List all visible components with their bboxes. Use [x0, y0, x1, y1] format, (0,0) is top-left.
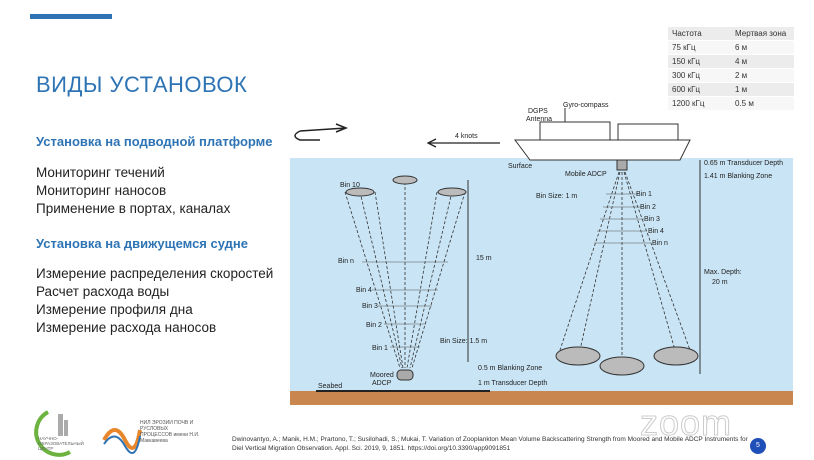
logo-nil-icon [102, 428, 142, 450]
diagram-label: Bin 3 [644, 216, 660, 223]
diagram-label: 600 кГц [668, 82, 731, 97]
diagram-label: Bin Size: 1 m [536, 193, 577, 200]
diagram-label: 1 м [731, 82, 794, 97]
diagram-label: 6 м [731, 40, 794, 55]
diagram-label: 0.5 м [731, 96, 794, 111]
section2-heading: Установка на движущемся судне [36, 236, 248, 251]
arrow-left-icon [426, 138, 500, 148]
diagram-label: Bin Size: 1.5 m [440, 338, 487, 345]
diagram-label: DGPS [528, 108, 548, 115]
diagram-label: Частота [668, 27, 731, 41]
diagram-label: Surface [508, 163, 532, 170]
logo1-text: НАУЧНО-ОБРАЗОВАТЕЛЬНЫЙ ЦЕНТР [38, 436, 84, 451]
diagram-label: Gyro-compass [563, 102, 609, 109]
diagram-label: 1.41 m Blanking Zone [704, 173, 772, 180]
diagram-label: 75 кГц [668, 40, 731, 55]
diagram-label: Мертвая зона [731, 27, 794, 41]
page-number: 5 [750, 438, 766, 454]
diagram-label: 1 m Transducer Depth [478, 380, 547, 387]
diagram-label: Mobile ADCP [565, 171, 607, 178]
diagram-label: Bin 10 [340, 182, 360, 189]
diagram-label: 150 кГц [668, 54, 731, 69]
rotate-arrow-icon [294, 123, 349, 141]
list-item: Измерение расхода наносов [36, 320, 217, 335]
diagram-label: Bin 4 [356, 287, 372, 294]
diagram-label: Bin 4 [648, 228, 664, 235]
accent-bar [30, 14, 112, 19]
section1-heading: Установка на подводной платформе [36, 134, 273, 149]
zoom-watermark: zoom [639, 402, 733, 444]
diagram-label: 20 m [712, 279, 728, 286]
diagram-label: Moored [370, 372, 394, 379]
moored-adcp-icon [396, 369, 414, 381]
diagram-label: Max. Depth: [704, 269, 742, 276]
slide-title: ВИДЫ УСТАНОВОК [36, 72, 248, 97]
diagram-label: ADCP [372, 380, 392, 387]
diagram-label: Bin 2 [366, 322, 382, 329]
diagram-label: Bin 3 [362, 303, 378, 310]
seabed-band [290, 391, 793, 405]
diagram-label: 4 м [731, 54, 794, 69]
list-item: Мониторинг течений [36, 165, 165, 180]
diagram-label: 300 кГц [668, 68, 731, 83]
diagram-label: Bin n [652, 240, 668, 247]
diagram-label: Seabed [318, 383, 342, 390]
diagram-label: 15 m [476, 255, 492, 262]
list-item: Расчет расхода воды [36, 284, 170, 299]
diagram-label: 4 knots [455, 133, 478, 140]
diagram-label: Bin 2 [640, 204, 656, 211]
water [290, 158, 793, 391]
diagram-label: 0.5 m Blanking Zone [478, 365, 542, 372]
diagram-label: 0.65 m Transducer Depth [704, 160, 783, 167]
citation: Dwinovantyo, A.; Manik, H.M.; Prartono, … [232, 436, 748, 452]
ship-icon [514, 139, 691, 161]
list-item: Измерение профиля дна [36, 302, 193, 317]
logo2-text: НИЛ ЭРОЗИИ ПОЧВ И РУСЛОВЫХ ПРОЦЕССОВ име… [140, 420, 200, 444]
diagram-label: Antenna [526, 116, 552, 123]
list-item: Применение в портах, каналах [36, 201, 231, 216]
list-item: Измерение распределения скоростей [36, 266, 274, 281]
diagram-label: 1200 кГц [668, 96, 731, 111]
diagram-label: Bin 1 [636, 191, 652, 198]
diagram-label: Bin n [338, 258, 354, 265]
list-item: Мониторинг наносов [36, 183, 167, 198]
diagram-label: 2 м [731, 68, 794, 83]
logo-noc-icon [34, 410, 71, 457]
diagram-label: Bin 1 [372, 345, 388, 352]
